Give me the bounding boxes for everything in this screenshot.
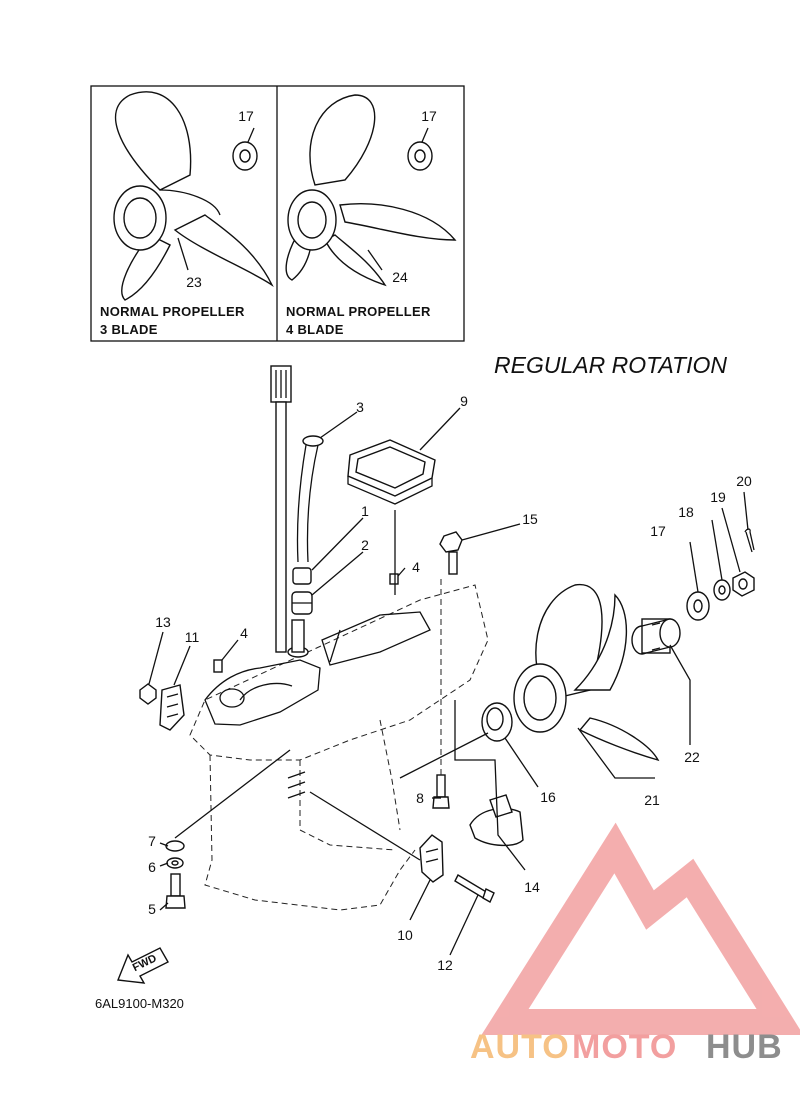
callout-4-upper: 4	[412, 559, 420, 575]
inset-b-spacer-label: 17	[421, 108, 437, 124]
spacer-17-icon-b	[407, 127, 433, 171]
propeller-21-icon	[513, 583, 660, 762]
callout-14: 14	[524, 879, 540, 895]
washer-18-icon	[713, 579, 731, 601]
bolt-8-icon	[432, 774, 450, 809]
leader-lines	[148, 407, 749, 956]
inset-b-caption-line1: NORMAL PROPELLER	[286, 304, 431, 319]
callout-7: 7	[148, 833, 156, 849]
dowel-pin-a-icon	[389, 573, 399, 585]
diagram-code: 6AL9100-M320	[95, 996, 184, 1011]
callout-18: 18	[678, 504, 694, 520]
washer-7-icon	[165, 840, 185, 852]
callout-9: 9	[460, 393, 468, 409]
callout-19: 19	[710, 489, 726, 505]
thrust-washer-icon	[481, 702, 513, 742]
inset-b-propeller-label: 24	[392, 269, 408, 285]
washer-17-icon	[686, 591, 710, 621]
callout-17: 17	[650, 523, 666, 539]
callout-2: 2	[361, 537, 369, 553]
washer-6-icon	[166, 857, 184, 869]
inset-boxes	[90, 85, 465, 342]
anode-11-icon	[159, 684, 185, 731]
watermark-auto: AUTO	[470, 1028, 570, 1066]
bolt-12-icon	[454, 874, 495, 903]
callout-6: 6	[148, 859, 156, 875]
callout-22: 22	[684, 749, 700, 765]
callout-4-lower: 4	[240, 625, 248, 641]
callout-21: 21	[644, 792, 660, 808]
bolt-15-icon	[439, 531, 463, 575]
callout-20: 20	[736, 473, 752, 489]
inset-a-spacer-label: 17	[238, 108, 254, 124]
callout-3: 3	[356, 399, 364, 415]
callout-12: 12	[437, 957, 453, 973]
anode-10-icon	[419, 834, 444, 883]
three-blade-propeller-icon	[113, 91, 274, 301]
watermark-moto: MOTO	[572, 1028, 677, 1066]
fwd-arrow-icon: FWD	[117, 947, 169, 984]
callout-5: 5	[148, 901, 156, 917]
callout-8: 8	[416, 790, 424, 806]
gasket-icon	[347, 439, 436, 505]
inset-b-caption-line2: 4 BLADE	[286, 322, 344, 337]
callout-13: 13	[155, 614, 171, 630]
callout-16: 16	[540, 789, 556, 805]
trim-tab-icon	[469, 794, 524, 847]
drive-shaft-icon	[270, 365, 292, 653]
dowel-pin-b-icon	[213, 659, 223, 673]
inset-a-caption-line2: 3 BLADE	[100, 322, 158, 337]
propeller-nut-icon	[732, 571, 755, 597]
callout-11: 11	[185, 629, 200, 645]
callout-10: 10	[397, 927, 413, 943]
spacer-22-icon	[631, 618, 681, 655]
grommet-1-icon	[292, 567, 312, 585]
diagram-title: REGULAR ROTATION	[494, 352, 727, 378]
callout-1: 1	[361, 503, 369, 519]
cotter-pin-icon	[744, 528, 755, 553]
grommet-2-icon	[291, 591, 313, 615]
water-tube-icon	[296, 435, 324, 563]
automotohub-watermark: AUTO MOTO HUB	[470, 822, 800, 1066]
watermark-hub: HUB	[706, 1028, 783, 1066]
lower-case-housing	[189, 584, 489, 911]
four-blade-propeller-icon	[285, 94, 457, 287]
callout-15: 15	[522, 511, 538, 527]
spacer-17-icon-a	[232, 127, 258, 171]
inset-a-propeller-label: 23	[186, 274, 202, 290]
nut-13-icon	[139, 683, 157, 705]
inset-a-caption-line1: NORMAL PROPELLER	[100, 304, 245, 319]
bolt-5-icon	[165, 873, 186, 909]
callout-labels: 3 9 1 2 4 4 15 13 11 20 19 18 17 22 21 1…	[148, 393, 752, 973]
